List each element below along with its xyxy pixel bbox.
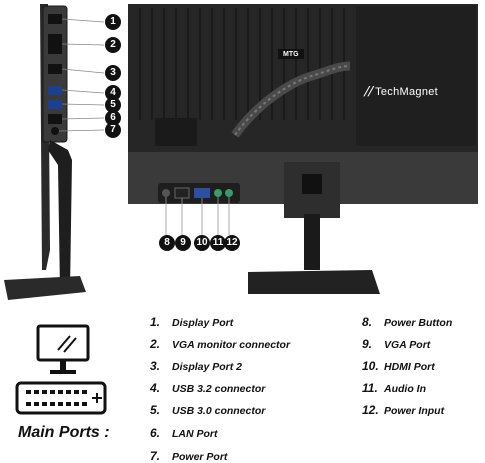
badge-11: 11 bbox=[210, 235, 226, 251]
power-input-port bbox=[225, 189, 233, 197]
mtg-plate bbox=[278, 49, 304, 59]
stand-base bbox=[248, 270, 380, 294]
hdmi-port-back bbox=[194, 188, 210, 198]
stand-hinge bbox=[302, 174, 322, 194]
power-port bbox=[51, 127, 59, 135]
legend-item-6: 6.LAN Port bbox=[150, 426, 218, 440]
audio-in-port bbox=[214, 189, 222, 197]
badge-9: 9 bbox=[175, 235, 191, 251]
rear-block bbox=[155, 118, 197, 146]
usb30-port bbox=[48, 100, 62, 109]
monitor-icon bbox=[36, 324, 90, 374]
legend-item-9: 9.VGA Port bbox=[362, 337, 431, 351]
lan-port bbox=[48, 114, 62, 124]
power-button bbox=[162, 189, 170, 197]
dvi-connector-icon bbox=[15, 381, 107, 415]
side-stand-arm bbox=[48, 140, 72, 290]
badge-12: 12 bbox=[224, 235, 240, 251]
vent-ribs bbox=[139, 8, 345, 120]
legend-item-4: 4.USB 3.2 connector bbox=[150, 381, 266, 395]
legend-item-10: 10.HDMI Port bbox=[362, 359, 435, 373]
legend-item-7: 7.Power Port bbox=[150, 449, 228, 463]
badge-7: 7 bbox=[105, 122, 121, 138]
side-view-illustration bbox=[4, 4, 105, 300]
legend-item-5: 5.USB 3.0 connector bbox=[150, 403, 266, 417]
main-ports-label: Main Ports : bbox=[18, 424, 110, 441]
stand-neck bbox=[304, 214, 320, 270]
legend-item-2: 2.VGA monitor connector bbox=[150, 337, 291, 351]
display-port-1 bbox=[48, 14, 62, 24]
legend-item-3: 3.Display Port 2 bbox=[150, 359, 243, 373]
legend-item-8: 8.Power Button bbox=[362, 315, 453, 329]
side-stand-base bbox=[4, 276, 86, 300]
legend-item-1: 1.Display Port bbox=[150, 315, 234, 329]
usb32-port bbox=[48, 86, 62, 95]
badge-1: 1 bbox=[105, 14, 121, 30]
back-view-illustration bbox=[128, 4, 478, 294]
display-port-2 bbox=[48, 64, 62, 74]
brand-mark-icon: ⧸⧸ bbox=[364, 86, 373, 98]
right-panel-area bbox=[356, 6, 476, 146]
badge-10: 10 bbox=[194, 235, 210, 251]
badge-2: 2 bbox=[105, 37, 121, 53]
badge-8: 8 bbox=[159, 235, 175, 251]
back-label: MTG bbox=[283, 51, 299, 58]
badge-5: 5 bbox=[105, 97, 121, 113]
badge-3: 3 bbox=[105, 65, 121, 81]
brand-logo: ⧸⧸TechMagnet bbox=[364, 86, 439, 98]
vga-port-back bbox=[174, 187, 190, 199]
legend-item-11: 11.Audio In bbox=[362, 381, 426, 395]
legend-item-12: 12.Power Input bbox=[362, 403, 445, 417]
vga-connector bbox=[48, 34, 62, 54]
